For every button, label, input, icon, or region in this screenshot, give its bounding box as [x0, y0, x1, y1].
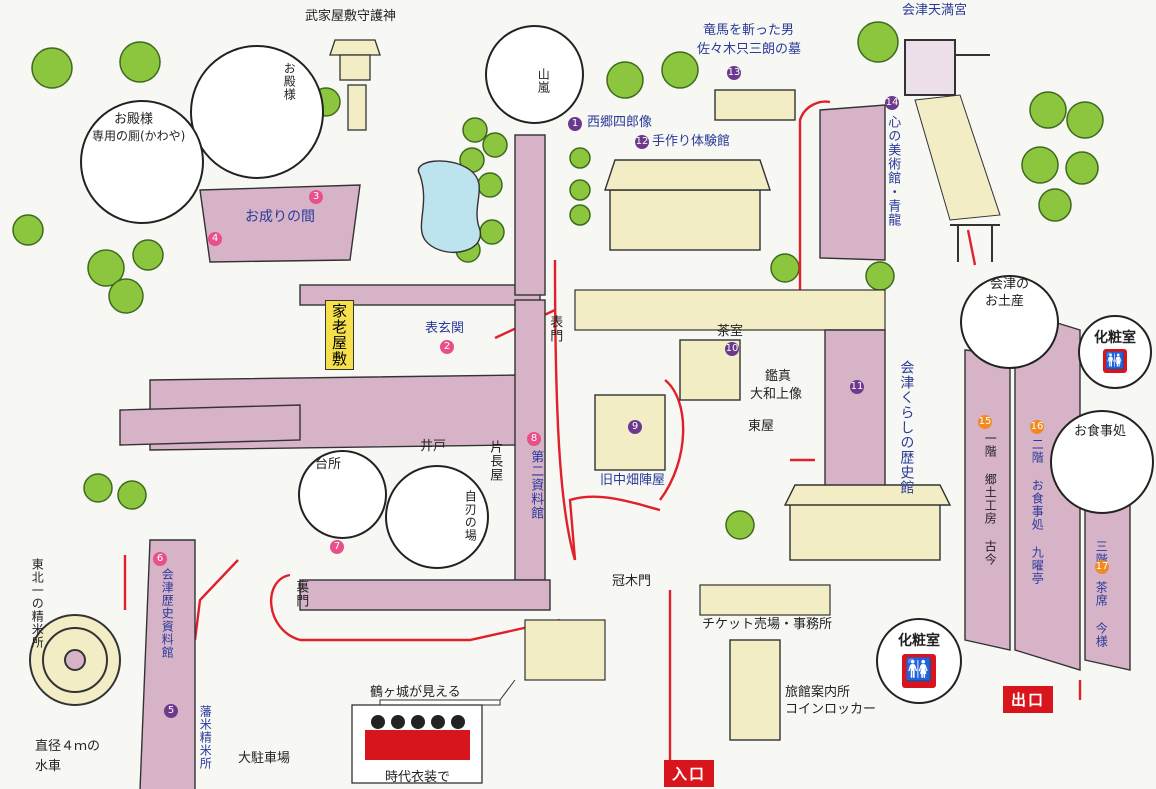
- label-suisha-1: 直径４ｍの: [35, 739, 101, 754]
- label-ryoma-2: 佐々木只三朗の墓: [697, 42, 802, 57]
- exit-sign[interactable]: 出口: [1003, 686, 1054, 713]
- marker-5[interactable]: 5: [164, 704, 178, 718]
- label-saigo: 西郷四郎像: [587, 115, 653, 130]
- label-kyodo: 一階 郷土工房 古今: [983, 432, 998, 566]
- marker-17[interactable]: 17: [1095, 560, 1109, 574]
- marker-14[interactable]: 14: [885, 96, 899, 110]
- label-uramon: 裏門: [293, 580, 309, 608]
- label-adzumaya: 東屋: [748, 419, 775, 434]
- suicide-place-bubble: [385, 465, 489, 569]
- restroom-icon: 🚻: [902, 654, 936, 688]
- waterwheel: [29, 614, 121, 706]
- label-lord-toilet-2: 専用の厠(かわや): [92, 129, 186, 143]
- label-chuushajou: 大駐車場: [238, 751, 291, 766]
- entrance-sign[interactable]: 入口: [664, 760, 715, 787]
- label-aizu-rekishi: 会津歴史資料館: [160, 568, 175, 659]
- yamaarashi-bubble: [485, 25, 584, 124]
- label-omiyage-2: お土産: [985, 294, 1025, 309]
- marker-7[interactable]: 7: [330, 540, 344, 554]
- label-ticket: チケット売場・事務所: [702, 617, 833, 632]
- label-shokuji-dokoro: お食事処: [1074, 424, 1127, 439]
- label-ido: 井戸: [420, 439, 447, 454]
- label-suisha-2: 水車: [35, 759, 62, 774]
- marker-4[interactable]: 4: [208, 232, 222, 246]
- label-ryokan-1: 旅館案内所: [785, 685, 851, 700]
- label-shrine-guard: 武家屋敷守護神: [305, 9, 397, 24]
- label-onari: お成りの間: [245, 209, 315, 225]
- label-tsurugajo: 鶴ヶ城が見える: [370, 685, 461, 700]
- label-kokoro: 心の美術館・青龍: [885, 115, 901, 227]
- label-kanshin: 鑑真: [765, 369, 792, 384]
- meal-bubble: [1050, 410, 1154, 514]
- label-kurashi: 会津くらしの歴史館: [898, 360, 915, 495]
- label-tenmangu: 会津天満宮: [902, 3, 968, 18]
- marker-3[interactable]: 3: [309, 190, 323, 204]
- marker-10[interactable]: 10: [725, 342, 739, 356]
- marker-9[interactable]: 9: [628, 420, 642, 434]
- marker-2[interactable]: 2: [440, 340, 454, 354]
- label-jijin: 自刃の場: [463, 490, 478, 542]
- marker-1[interactable]: 1: [568, 117, 582, 131]
- label-ryokan-2: コインロッカー: [785, 702, 877, 717]
- label-daidokoro: 台所: [315, 457, 342, 472]
- label-lord-toilet-1: お殿様: [114, 112, 154, 127]
- label-kyunaka: 旧中畑陣屋: [600, 473, 666, 488]
- restroom-bottom[interactable]: 化粧室 🚻: [876, 618, 962, 704]
- marker-13[interactable]: 13: [727, 66, 741, 80]
- label-kanmon: 冠木門: [612, 574, 652, 589]
- marker-12[interactable]: 12: [635, 135, 649, 149]
- marker-11[interactable]: 11: [850, 380, 864, 394]
- label-ryoma-1: 竜馬を斬った男: [703, 23, 795, 38]
- marker-15[interactable]: 15: [978, 415, 992, 429]
- label-yamato: 大和上像: [750, 387, 803, 402]
- label-chashitsu: 茶室: [717, 324, 744, 339]
- restroom-icon: 🚻: [1103, 349, 1127, 373]
- lord-toilet-bubble: [80, 100, 204, 224]
- label-omiyage-1: 会津の: [990, 277, 1030, 292]
- marker-16[interactable]: 16: [1030, 420, 1044, 434]
- trees: [12, 21, 1104, 540]
- label-jidai: 時代衣装で: [385, 770, 451, 785]
- label-hanmai: 藩米精米所: [198, 705, 213, 770]
- label-dai2-shiryo: 第二資料館: [528, 450, 544, 520]
- marker-6[interactable]: 6: [153, 552, 167, 566]
- label-tezukuri: 手作り体験館: [652, 134, 731, 149]
- label-shokuji: 二階 お食事処 九曜亭: [1030, 438, 1045, 585]
- restroom-top[interactable]: 化粧室 🚻: [1078, 315, 1152, 389]
- label-touhoku: 東北一の精米所: [30, 558, 45, 649]
- label-karou: 家老屋敷: [325, 300, 354, 370]
- souvenir-bubble: [960, 275, 1059, 369]
- marker-8[interactable]: 8: [527, 432, 541, 446]
- kitchen-bubble: [298, 450, 387, 539]
- restroom-label: 化粧室: [1094, 330, 1136, 346]
- label-yamaarashi: 山嵐: [536, 68, 551, 94]
- label-otono-sama: お殿様: [282, 62, 297, 101]
- lord-bubble: [190, 45, 324, 179]
- label-omote-genkan: 表玄関: [425, 321, 465, 336]
- label-omote-mon: 表門: [547, 315, 563, 343]
- label-sanjiki: 三階 茶席 今様: [1094, 540, 1109, 648]
- label-katanagaya: 片長屋: [487, 440, 503, 482]
- restroom-label: 化粧室: [898, 633, 940, 649]
